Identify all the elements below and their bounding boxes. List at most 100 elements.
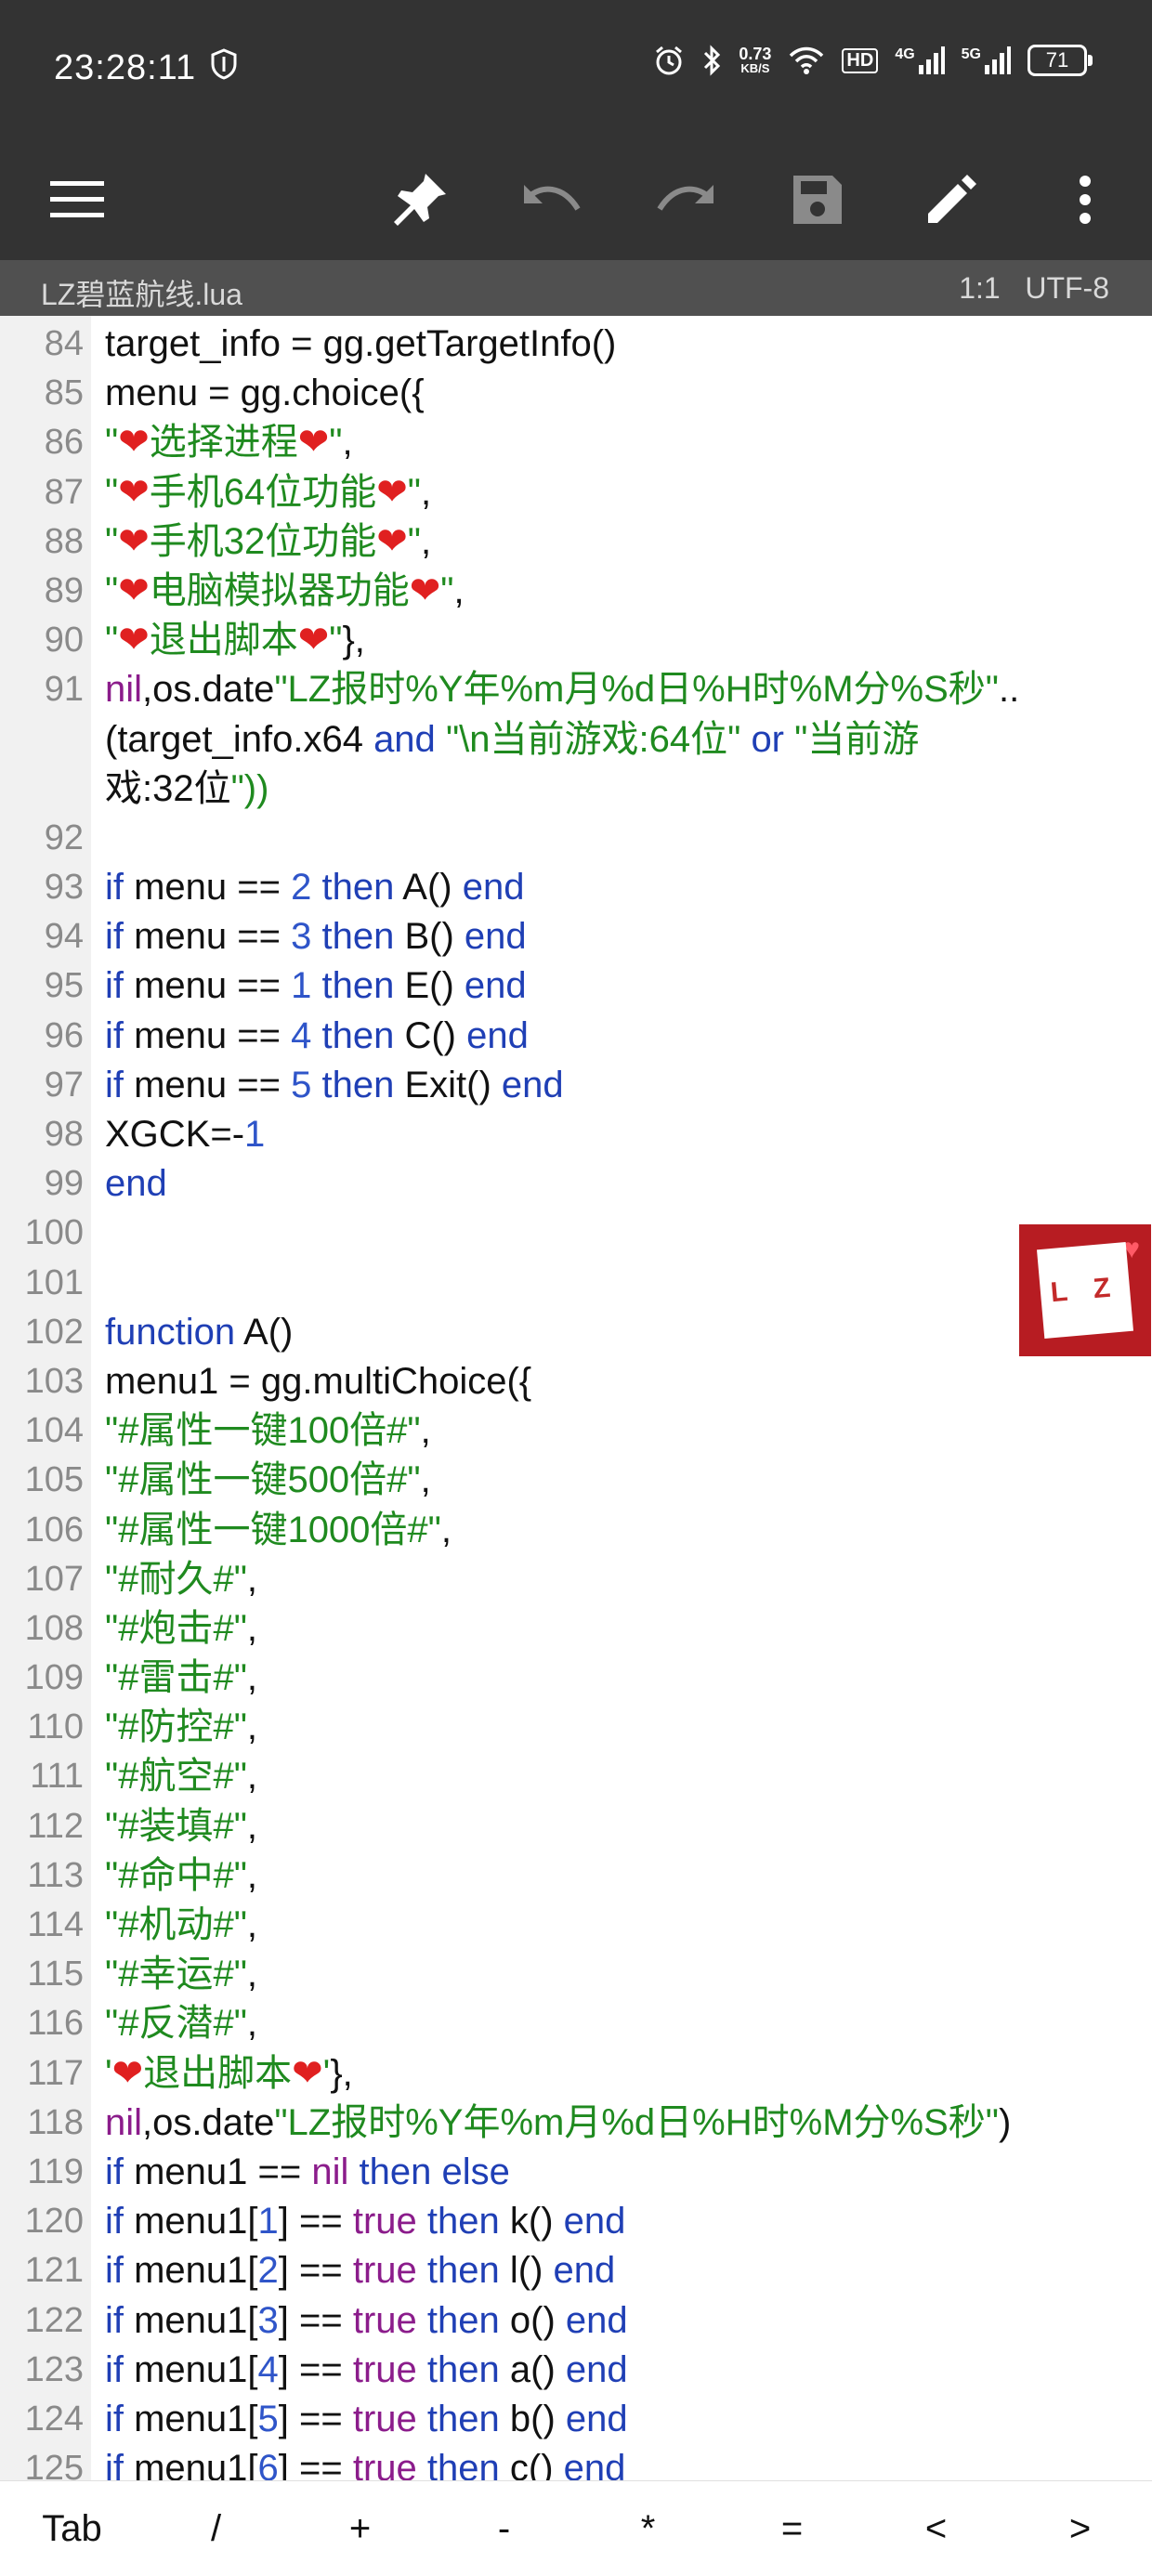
menu-icon[interactable] xyxy=(40,163,114,237)
symbol-key-minus[interactable]: - xyxy=(497,2507,511,2549)
line-number: 105 xyxy=(24,1460,84,1500)
file-meta: 1:1 UTF-8 xyxy=(959,271,1109,306)
line-number: 122 xyxy=(24,2300,84,2340)
code-line[interactable]: 117 '❤退出脚本❤'}, xyxy=(0,2049,1152,2099)
line-number: 93 xyxy=(44,868,84,908)
hd-icon: HD xyxy=(842,47,879,73)
code-line[interactable]: 116"#反潜#", xyxy=(0,1999,1152,2048)
line-code: XGCK=-1 xyxy=(105,1114,266,1155)
line-code: "❤退出脚本❤"}, xyxy=(105,620,365,661)
code-line[interactable]: 86"❤选择进程❤", xyxy=(0,418,1152,467)
code-line[interactable]: 87"❤手机64位功能❤", xyxy=(0,468,1152,517)
line-code: "❤电脑模拟器功能❤", xyxy=(105,569,465,611)
edit-icon[interactable] xyxy=(914,163,988,237)
line-code: "#命中#", xyxy=(105,1854,258,1896)
pin-icon[interactable] xyxy=(383,163,457,237)
save-icon[interactable] xyxy=(780,163,855,237)
code-line[interactable]: 101 xyxy=(0,1259,1152,1308)
line-code: if menu1[1] == true then k() end xyxy=(105,2201,626,2243)
line-code: "#机动#", xyxy=(105,1904,258,1945)
line-number: 117 xyxy=(27,2053,84,2093)
code-line[interactable]: 106"#属性一键1000倍#", xyxy=(0,1506,1152,1555)
symbol-key-slash[interactable]: / xyxy=(210,2507,222,2549)
code-line[interactable]: 104 "#属性一键100倍#", xyxy=(0,1406,1152,1456)
code-line[interactable]: 88"❤手机32位功能❤", xyxy=(0,517,1152,567)
more-icon[interactable] xyxy=(1048,163,1122,237)
code-line[interactable]: 111 "#航空#", xyxy=(0,1752,1152,1801)
symbol-key-equals[interactable]: = xyxy=(780,2507,804,2549)
line-number: 111 xyxy=(30,1757,84,1797)
symbol-key-asterisk[interactable]: * xyxy=(640,2507,656,2549)
line-code: function A() xyxy=(105,1311,294,1353)
file-encoding: UTF-8 xyxy=(1025,271,1109,305)
line-number: 115 xyxy=(27,1955,84,1994)
editor-toolbar xyxy=(0,139,1152,260)
code-line[interactable]: 112"#装填#", xyxy=(0,1802,1152,1851)
code-line[interactable]: 100 xyxy=(0,1209,1152,1258)
status-bar: 23:28:11 0.73 KB/S HD 4G 5G xyxy=(0,0,1152,139)
signal-4g-label: 4G xyxy=(895,46,915,62)
line-code: "#耐久#", xyxy=(105,1558,258,1600)
floating-lz-badge[interactable]: ♥ L Z xyxy=(1019,1224,1151,1356)
code-line[interactable]: (target_info.x64 and "\n当前游戏:64位" or "当前… xyxy=(0,715,1152,765)
symbol-key-tab[interactable]: Tab xyxy=(42,2507,102,2549)
line-code: if menu1[4] == true then a() end xyxy=(105,2348,628,2390)
code-line[interactable]: 90"❤退出脚本❤"}, xyxy=(0,616,1152,665)
cursor-position: 1:1 xyxy=(959,271,1001,305)
code-line[interactable]: 92 xyxy=(0,814,1152,863)
code-line[interactable]: 110"#防控#", xyxy=(0,1703,1152,1752)
symbol-key-less-than[interactable]: < xyxy=(924,2507,948,2549)
line-code: menu = gg.choice({ xyxy=(105,373,425,414)
line-code: "❤选择进程❤", xyxy=(105,422,353,464)
line-code: "#航空#", xyxy=(105,1756,258,1798)
code-line[interactable]: 107"#耐久#", xyxy=(0,1555,1152,1604)
signal-4g-icon: 4G xyxy=(895,46,945,74)
undo-icon[interactable] xyxy=(516,163,590,237)
line-code: "#反潜#", xyxy=(105,2003,258,2045)
redo-icon[interactable] xyxy=(648,163,722,237)
line-number: 87 xyxy=(44,472,84,512)
line-number: 118 xyxy=(27,2102,84,2142)
symbol-key-greater-than[interactable]: > xyxy=(1068,2507,1092,2549)
line-number: 104 xyxy=(24,1411,84,1451)
code-line[interactable]: 114"#机动#", xyxy=(0,1901,1152,1950)
code-line[interactable]: 戏:32位")) xyxy=(0,765,1152,814)
code-line[interactable]: 113"#命中#", xyxy=(0,1851,1152,1901)
line-code: if menu1[2] == true then l() end xyxy=(105,2250,616,2292)
line-code: "#属性一键100倍#", xyxy=(105,1410,431,1452)
code-line[interactable]: 109"#雷击#", xyxy=(0,1654,1152,1703)
line-code: '❤退出脚本❤'}, xyxy=(105,2052,353,2094)
signal-5g-label: 5G xyxy=(961,46,981,62)
line-code: "#幸运#", xyxy=(105,1954,258,1995)
code-line[interactable]: 115 "#幸运#", xyxy=(0,1950,1152,1999)
code-line[interactable]: 89"❤电脑模拟器功能❤", xyxy=(0,567,1152,616)
top-bar: 23:28:11 0.73 KB/S HD 4G 5G xyxy=(0,0,1152,260)
line-code: if menu1[5] == true then b() end xyxy=(105,2398,628,2439)
code-line[interactable]: 105"#属性一键500倍#", xyxy=(0,1456,1152,1505)
symbol-key-plus[interactable]: + xyxy=(348,2507,372,2549)
code-line[interactable]: 108"#炮击#", xyxy=(0,1604,1152,1654)
line-code: nil,os.date"LZ报时%Y年%m月%d日%H时%M分%S秒".. xyxy=(105,669,1020,711)
line-number-gutter xyxy=(0,316,91,2480)
